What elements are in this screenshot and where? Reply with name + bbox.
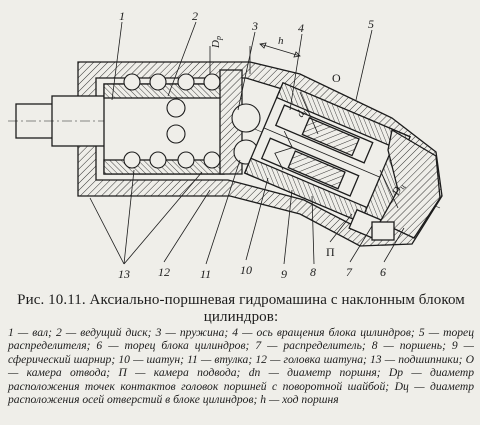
callout-12: 12 <box>158 265 170 279</box>
symbol-o: О <box>332 71 341 85</box>
callouts-bottom: 13 12 11 10 9 8 П 7 6 <box>89 159 405 281</box>
distributor <box>379 128 441 239</box>
callout-10: 10 <box>240 263 252 277</box>
callout-13: 13 <box>118 267 130 281</box>
callout-8: 8 <box>310 265 316 279</box>
callout-5: 5 <box>368 17 374 31</box>
callouts-top: 1 2 3 4 5 <box>111 9 374 111</box>
bearings <box>123 73 221 169</box>
symbol-dp: Dр <box>210 36 223 49</box>
callout-4: 4 <box>298 21 304 35</box>
callout-1: 1 <box>119 9 125 23</box>
callout-7: 7 <box>346 265 353 279</box>
callout-3: 3 <box>251 19 258 33</box>
symbol-dn: dп <box>294 105 310 120</box>
figure-caption-title: Рис. 10.11. Аксиально-поршневая гидромаш… <box>17 292 465 325</box>
symbol-h: h <box>278 35 284 47</box>
cylinder-block <box>243 81 426 230</box>
pump-section-drawing: Dр h О dп Dц 1 2 3 4 5 <box>8 9 443 281</box>
callout-6: 6 <box>380 265 386 279</box>
callout-11: 11 <box>200 267 211 281</box>
callout-9: 9 <box>281 267 287 281</box>
figure-caption-legend: 1 — вал; 2 — ведущий диск; 3 — пружина; … <box>8 326 474 407</box>
callout-p: П <box>326 245 335 259</box>
callout-2: 2 <box>192 9 198 23</box>
